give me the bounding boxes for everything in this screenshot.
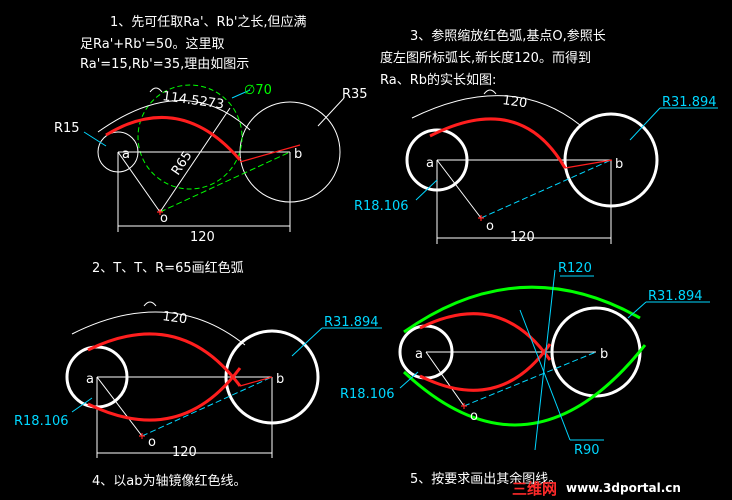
green-arc-bottom	[402, 344, 647, 427]
panel1-note-line2: 足Ra'+Rb'=50。这里取	[80, 36, 224, 52]
arc-symbol	[149, 87, 163, 93]
red-arc	[429, 117, 567, 169]
panel-4: R120 R31.894 R18.106 R90 a b o 5、按要求画出其余…	[340, 261, 710, 487]
leader-r18	[399, 371, 419, 389]
panel2-r-big: R31.894	[662, 95, 717, 110]
leader-r18	[71, 397, 93, 413]
panel3-r-big: R31.894	[324, 315, 379, 330]
panel2-dim-ab: 120	[510, 230, 535, 245]
circle-phi70	[137, 84, 243, 190]
leader-r31	[629, 107, 661, 141]
line-ob	[463, 351, 597, 407]
panel4-point-a: a	[415, 347, 423, 362]
leader-r31	[627, 301, 647, 319]
panel4-r-big: R31.894	[648, 289, 703, 304]
line-r65	[159, 107, 231, 213]
panel1-center-mark	[157, 209, 163, 215]
red-arc-r65	[105, 115, 242, 161]
red-arc-top	[87, 332, 242, 387]
watermark: 三维网 www.3dportal.cn	[512, 480, 681, 498]
panel1-diameter: ∅70	[244, 83, 272, 98]
panel4-point-b: b	[600, 347, 608, 362]
leader-r90	[519, 309, 571, 441]
panel3-center-mark	[139, 433, 145, 439]
panel4-r120: R120	[558, 261, 592, 276]
panel4-r90: R90	[574, 443, 600, 458]
line-ob	[141, 376, 273, 437]
red-small-line	[239, 376, 273, 387]
red-small-line	[239, 144, 301, 163]
panel3-point-b: b	[276, 372, 284, 387]
watermark-url: www.3dportal.cn	[566, 481, 681, 495]
red-arc-bottom	[419, 343, 552, 392]
line-oa	[117, 151, 161, 213]
panel4-r-small: R18.106	[340, 387, 395, 402]
line-ob	[159, 151, 291, 213]
watermark-brand: 三维网	[512, 480, 557, 498]
panel1-point-a: a	[122, 147, 130, 162]
arc-length-dim	[411, 95, 581, 126]
panel4-point-o: o	[470, 409, 478, 424]
red-arc-mirror	[87, 367, 242, 422]
panel1-note-line1: 1、先可任取Ra'、Rb'之长,但应满	[110, 14, 307, 30]
arc-symbol	[483, 89, 497, 95]
panel1-r-mid: R65	[169, 149, 196, 179]
green-arc-top	[403, 285, 641, 334]
panel-2: 3、参照缩放红色弧,基点O,参照长 度左图所标弧长,新长度120。而得到 Ra、…	[354, 28, 718, 245]
panel2-note-line2: 度左图所标弧长,新长度120。而得到	[380, 50, 591, 66]
panel1-note-line3: Ra'=15,Rb'=35,理由如图示	[80, 56, 249, 72]
line-oa	[425, 351, 465, 407]
leader-phi70	[231, 89, 251, 99]
arc-symbol	[143, 301, 157, 307]
leader-r15	[83, 131, 107, 147]
red-small-line	[564, 159, 613, 169]
panel4-center-mark	[461, 403, 467, 409]
line-oa	[436, 159, 482, 219]
panel-1: 1、先可任取Ra'、Rb'之长,但应满 足Ra'+Rb'=50。这里取 Ra'=…	[54, 14, 368, 276]
leader-r35	[317, 97, 345, 127]
panel3-point-o: o	[148, 435, 156, 450]
panel1-r-small: R15	[54, 121, 80, 136]
panel1-r-big: R35	[342, 87, 368, 102]
panel2-center-mark	[478, 215, 484, 221]
panel3-dim-ab: 120	[172, 445, 197, 460]
panel3-point-a: a	[86, 372, 94, 387]
panel1-dim-ab: 120	[190, 230, 215, 245]
panel2-point-o: o	[486, 219, 494, 234]
panel1-caption: 2、T、T、R=65画红色弧	[92, 260, 244, 276]
panel1-point-b: b	[294, 147, 302, 162]
line-oa	[96, 376, 143, 437]
panel2-note-line3: Ra、Rb的实长如图:	[380, 72, 496, 88]
panel2-point-a: a	[426, 156, 434, 171]
panel2-note-line1: 3、参照缩放红色弧,基点O,参照长	[410, 28, 606, 44]
line-ob	[480, 159, 612, 219]
arc-length-dim	[97, 100, 251, 133]
red-arc-top	[419, 312, 552, 361]
leader-r18	[415, 179, 438, 201]
panel4-caption: 5、按要求画出其余图线。	[410, 471, 561, 487]
panel2-arc-length: 120	[501, 93, 528, 111]
panel1-arc-length: 114.5273	[161, 89, 225, 112]
panel3-caption: 4、以ab为轴镜像红色线。	[92, 473, 247, 489]
panel1-point-o: o	[160, 211, 168, 226]
panel-3: 120 R31.894 R18.106 a b o 120 4、以ab为轴镜像红…	[14, 301, 382, 489]
panel2-r-small: R18.106	[354, 199, 409, 214]
arc-length-dim	[71, 311, 246, 346]
panel2-point-b: b	[615, 157, 623, 172]
leader-r120	[534, 269, 556, 451]
panel3-arc-length: 120	[161, 309, 188, 327]
leader-r31	[291, 327, 323, 357]
panel3-r-small: R18.106	[14, 414, 69, 429]
